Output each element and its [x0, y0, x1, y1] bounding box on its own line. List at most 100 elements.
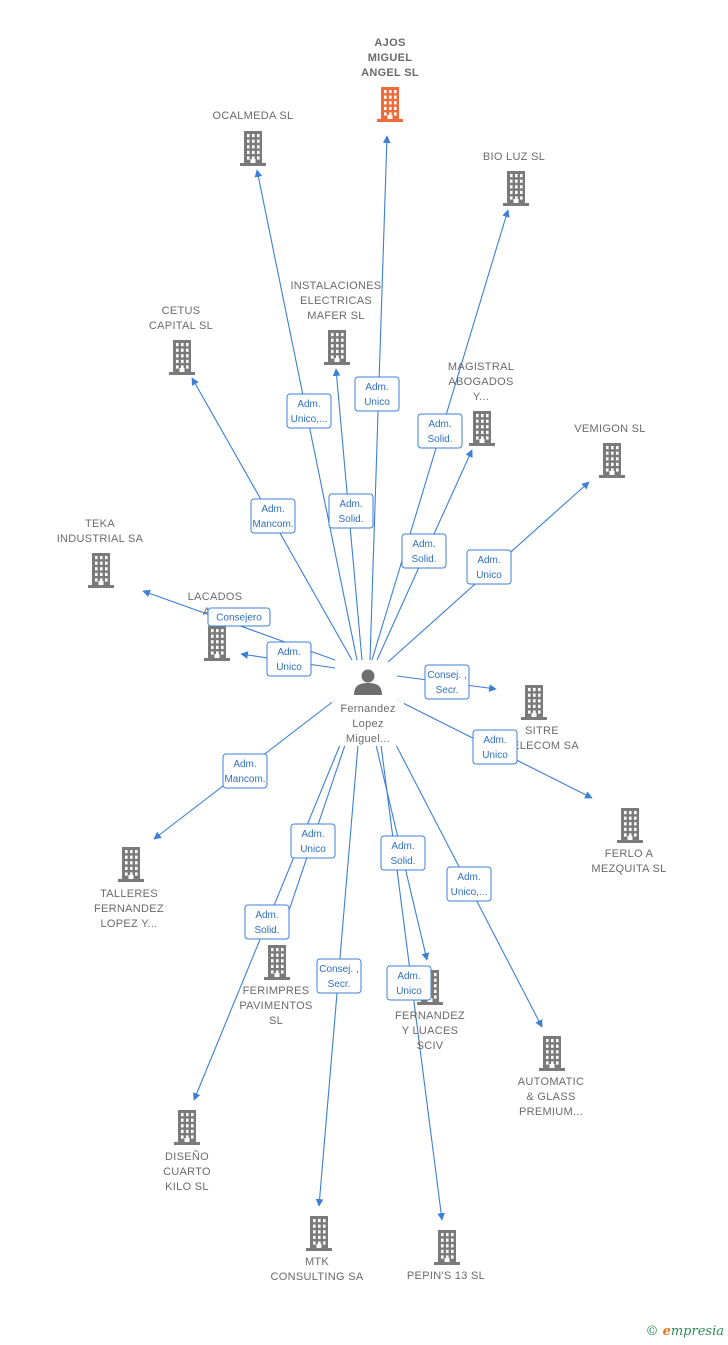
relation-box-talleres[interactable]: Adm.Mancom.: [222, 753, 268, 789]
relation-box-frame: [401, 533, 447, 569]
relation-box-frame: [290, 823, 336, 859]
relation-box-frame: [207, 607, 271, 627]
building-icon[interactable]: [306, 1216, 332, 1251]
building-icon[interactable]: [599, 443, 625, 478]
building-icon[interactable]: [88, 553, 114, 588]
company-label-line: AUTOMATIC: [518, 1076, 584, 1088]
building-icon[interactable]: [264, 945, 290, 980]
relation-box-teka[interactable]: Consejero: [207, 607, 271, 627]
company-label-line: MAGISTRAL: [448, 361, 514, 373]
relation-box-sitre[interactable]: Consej. ,Secr.: [424, 664, 470, 700]
company-label-line: FERLO A: [605, 848, 654, 860]
relation-box-frame: [286, 393, 332, 429]
relation-box-magistral[interactable]: Adm.Solid.: [401, 533, 447, 569]
relation-label: Adm.Solid.: [411, 539, 436, 565]
company-label-line: INDUSTRIAL SA: [57, 533, 144, 545]
company-label: PEPIN'S 13 SL: [407, 1270, 485, 1282]
building-icon[interactable]: [118, 847, 144, 882]
company-label-line: FERIMPRES: [243, 985, 310, 997]
relation-box-bioluz[interactable]: Adm.Solid.: [417, 413, 463, 449]
building-icon[interactable]: [169, 340, 195, 375]
company-label-line: TALLERES: [100, 888, 158, 900]
relation-box-frame: [424, 664, 470, 700]
relation-box-ocalmeda[interactable]: Adm.Unico,...: [286, 393, 332, 429]
relation-box-ferimpres[interactable]: Adm.Unico: [290, 823, 336, 859]
relation-box-pepins[interactable]: Adm.Unico: [386, 965, 432, 1001]
building-icon[interactable]: [204, 626, 230, 661]
building-icon[interactable]: [469, 411, 495, 446]
company-label-line: FERNANDEZ: [395, 1010, 465, 1022]
company-node-vemigon[interactable]: VEMIGON SL: [574, 423, 645, 478]
relation-label-line: Adm.: [339, 499, 362, 510]
building-icon[interactable]: [503, 171, 529, 206]
relation-box-vemigon[interactable]: Adm.Unico: [466, 549, 512, 585]
company-node-pepins[interactable]: PEPIN'S 13 SL: [407, 1230, 485, 1282]
relation-label: Adm.Unico: [396, 971, 422, 997]
relation-box-diseno[interactable]: Adm.Solid.: [244, 904, 290, 940]
building-icon[interactable]: [539, 1036, 565, 1071]
relation-label-line: Unico: [276, 662, 302, 673]
building-icon[interactable]: [174, 1110, 200, 1145]
company-node-ocalmeda[interactable]: OCALMEDA SL: [213, 110, 294, 166]
company-node-bioluz[interactable]: BIO LUZ SL: [483, 151, 545, 206]
building-icon[interactable]: [240, 131, 266, 166]
company-label: BIO LUZ SL: [483, 151, 545, 163]
company-label-line: ABOGADOS: [448, 376, 513, 388]
relation-box-cetus[interactable]: Adm. Mancom.: [250, 498, 296, 534]
building-icon[interactable]: [434, 1230, 460, 1265]
relation-box-automatic[interactable]: Adm.Unico,...: [446, 866, 492, 902]
building-icon[interactable]: [617, 808, 643, 843]
relation-box-frame: [250, 498, 296, 534]
relation-label-line: Adm.: [301, 829, 324, 840]
relation-label-line: Consejero: [216, 613, 262, 624]
relation-box-mtk[interactable]: Consej. ,Secr.: [316, 958, 362, 994]
relation-box-frame: [386, 965, 432, 1001]
relation-label: Adm.Solid.: [427, 419, 452, 445]
relation-box-ajos[interactable]: Adm.Unico: [354, 376, 400, 412]
relation-label-line: Unico,...: [451, 887, 488, 898]
relation-label-line: Unico,...: [291, 414, 328, 425]
relation-box-ferlo[interactable]: Adm.Unico: [472, 729, 518, 765]
brand-logo: © empresia: [645, 1324, 724, 1339]
copyright-symbol: ©: [645, 1324, 659, 1339]
relation-label-line: Adm.: [261, 504, 284, 515]
person-icon: [354, 669, 382, 695]
relation-label-line: Mancom.: [252, 519, 293, 530]
relation-box-fernandezluaces[interactable]: Adm.Solid.: [380, 835, 426, 871]
person-label-line: Fernandez: [340, 703, 395, 715]
building-icon[interactable]: [324, 330, 350, 365]
building-icon[interactable]: [377, 87, 403, 122]
relations-layer: Adm.UnicoAdm.Unico,...Adm.Solid.Adm.Soli…: [207, 376, 518, 1001]
relation-label: Adm.Unico: [364, 382, 390, 408]
building-icon[interactable]: [521, 685, 547, 720]
relation-box-lacados[interactable]: Adm.Unico: [266, 641, 312, 677]
relation-box-instalaciones[interactable]: Adm.Solid.: [328, 493, 374, 529]
person-label-line: Miguel...: [346, 733, 390, 745]
company-label-line: MAFER SL: [307, 310, 364, 322]
